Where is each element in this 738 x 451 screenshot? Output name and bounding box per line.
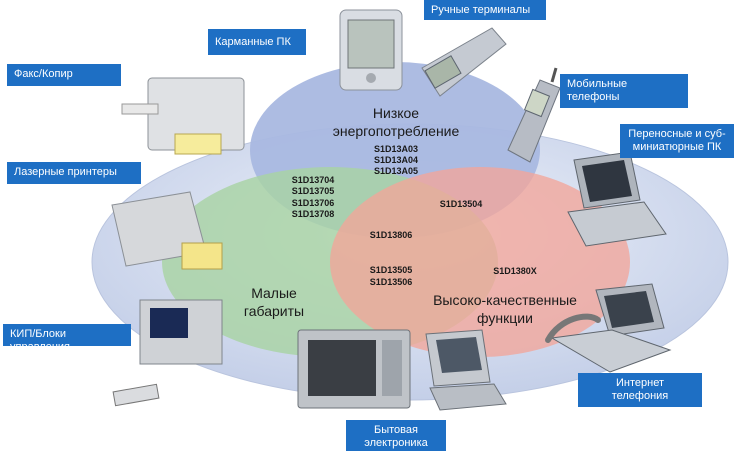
high-quality-chip: S1D1380X: [493, 266, 537, 276]
overlap-small-high-1: S1D13505: [370, 265, 413, 275]
subnotebook-device: [567, 151, 667, 247]
small-size-title-2: габариты: [244, 303, 304, 319]
tag-mobile-phones-line-2: телефоны: [567, 91, 620, 103]
high-quality-title-1: Высоко-качественные: [433, 292, 577, 308]
overlap-small-high-2: S1D13506: [370, 277, 413, 287]
mobile-phone-device: [507, 67, 561, 163]
overlap-low-small-4: S1D13708: [292, 209, 335, 219]
tag-home-electronics-line-2: электроника: [364, 437, 428, 449]
handheld-terminal-device: [421, 27, 507, 97]
tag-portable-pc-line-2: миниатюрные ПК: [632, 141, 722, 153]
tag-mobile-phones-line-1: Мобильные: [567, 78, 628, 90]
laser-printer-device: [111, 191, 223, 270]
tag-instruments: КИП/Блоки управления: [3, 324, 131, 353]
control-unit-device: [112, 299, 223, 407]
tag-internet-telephony-line-1: Интернет: [616, 377, 664, 389]
mini-laptop-device: [425, 329, 507, 411]
low-power-title-2: энергопотребление: [333, 123, 460, 139]
internet-phone-device: [545, 283, 672, 373]
microwave-device: [297, 329, 411, 409]
high-quality-title-2: функции: [477, 310, 533, 326]
low-power-chip-1: S1D13A03: [374, 144, 418, 154]
fax-copier-device: [121, 77, 245, 155]
small-size-title-1: Малые: [251, 285, 297, 301]
low-power-chip-2: S1D13A04: [374, 155, 418, 165]
tag-portable-pc: Переносные и суб- миниатюрные ПК: [620, 124, 734, 158]
tag-handheld-terminals: Ручные терминалы: [424, 0, 546, 20]
tag-pocket-pc: Карманные ПК: [208, 29, 306, 55]
tag-laser-printers: Лазерные принтеры: [7, 162, 141, 184]
tag-mobile-phones: Мобильные телефоны: [560, 74, 688, 108]
tag-portable-pc-line-1: Переносные и суб-: [628, 128, 726, 140]
overlap-center: S1D13806: [370, 230, 413, 240]
overlap-low-small-3: S1D13706: [292, 198, 335, 208]
tag-internet-telephony-line-2: телефония: [611, 390, 669, 402]
tag-internet-telephony: Интернет телефония: [578, 373, 702, 407]
pocket-pc-device: [339, 9, 403, 91]
low-power-title-1: Низкое: [373, 105, 419, 121]
tag-home-electronics: Бытовая электроника: [346, 420, 446, 451]
tag-fax-copier: Факс/Копир: [7, 64, 121, 86]
overlap-low-small-1: S1D13704: [292, 175, 335, 185]
circle-high-quality: [330, 167, 630, 357]
overlap-low-high: S1D13504: [440, 199, 483, 209]
overlap-low-small-2: S1D13705: [292, 186, 335, 196]
tag-home-electronics-line-1: Бытовая: [374, 424, 418, 436]
low-power-chip-3: S1D13A05: [374, 166, 418, 176]
